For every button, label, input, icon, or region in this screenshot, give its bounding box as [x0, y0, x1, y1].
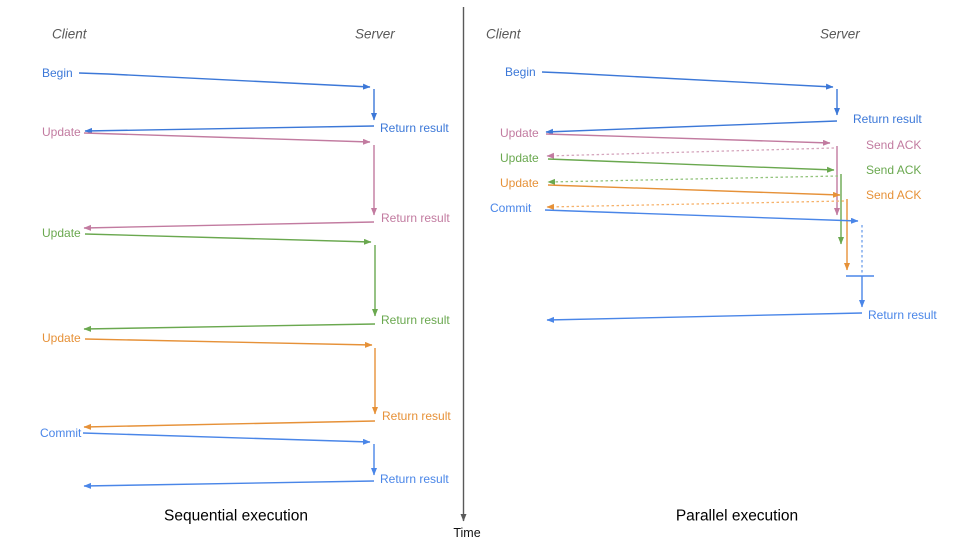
time-axis-label: Time — [453, 525, 481, 540]
return-result-label: Return result — [381, 313, 450, 327]
begin-request-arrow — [78, 72, 371, 90]
begin-response-arrow — [84, 125, 375, 134]
commit-response-arrow — [83, 480, 375, 489]
panel-title-sequential: Sequential execution — [164, 507, 308, 525]
send-ack-label: Send ACK — [866, 163, 922, 177]
begin-label: Begin — [505, 65, 536, 79]
commit-label: Commit — [490, 201, 532, 215]
update-label: Update — [500, 176, 539, 190]
update-label: Update — [500, 151, 539, 165]
return-result-label: Return result — [380, 121, 449, 135]
update1-ack-arrow — [546, 147, 835, 159]
return-result-label: Return result — [853, 112, 922, 126]
send-ack-label: Send ACK — [866, 138, 922, 152]
client-column-header: Client — [52, 26, 87, 42]
server-column-header: Server — [355, 26, 395, 42]
begin-label: Begin — [42, 66, 73, 80]
update1-request-arrow — [545, 133, 831, 146]
update-label: Update — [42, 125, 81, 139]
begin-request-arrow — [541, 71, 834, 90]
update-label: Update — [42, 226, 81, 240]
begin-response-arrow — [545, 120, 838, 135]
update1-request-arrow — [83, 132, 371, 145]
update-label: Update — [500, 126, 539, 140]
update2-request-arrow — [84, 233, 372, 245]
update2-request-arrow — [547, 158, 835, 173]
return-result-label: Return result — [381, 211, 450, 225]
return-result-label: Return result — [382, 409, 451, 423]
commit-response-arrow — [546, 312, 863, 323]
update3-request-arrow — [547, 184, 841, 198]
commit-request-arrow — [544, 209, 859, 224]
commit-request-arrow — [82, 432, 371, 445]
server-column-header: Server — [820, 26, 860, 42]
return-result-label: Return result — [380, 472, 449, 486]
update3-request-arrow — [84, 338, 373, 348]
send-ack-label: Send ACK — [866, 188, 922, 202]
panel-title-parallel: Parallel execution — [675, 507, 799, 525]
commit-label: Commit — [40, 426, 82, 440]
update-label: Update — [42, 331, 81, 345]
update3-ack-arrow — [546, 200, 845, 210]
update1-response-arrow — [83, 221, 375, 231]
return-result-label: Return result — [868, 308, 937, 322]
update2-response-arrow — [83, 323, 376, 332]
update3-response-arrow — [83, 420, 376, 430]
client-column-header: Client — [486, 26, 521, 42]
update2-ack-arrow — [547, 175, 839, 185]
